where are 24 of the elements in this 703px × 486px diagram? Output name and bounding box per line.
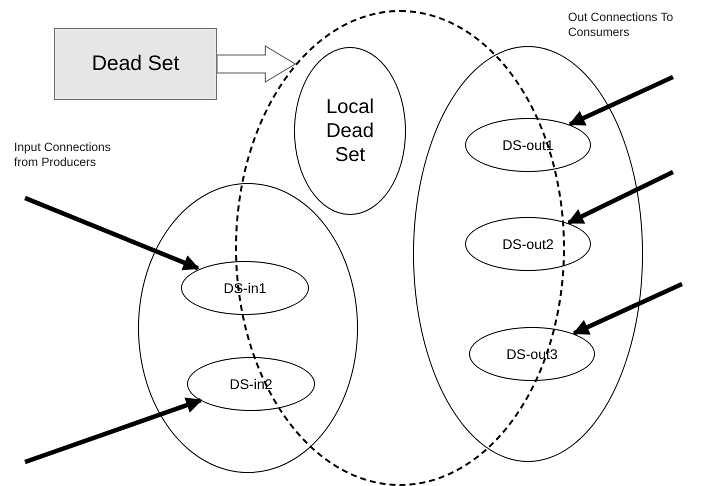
node-label: Local Dead Set xyxy=(325,95,375,167)
block-arrow xyxy=(216,45,296,83)
arrow xyxy=(572,282,683,336)
arrow xyxy=(24,196,200,270)
arrow xyxy=(568,74,674,126)
note-text: Input Connections from Producers xyxy=(14,140,112,170)
arrow xyxy=(24,397,202,464)
arrow xyxy=(567,170,674,225)
ellipse xyxy=(465,217,591,271)
node-label: DS-in2 xyxy=(230,376,272,392)
set-box xyxy=(54,28,217,100)
node-label: Dead Set xyxy=(92,52,180,76)
ellipse xyxy=(187,357,315,411)
ellipse xyxy=(413,46,643,462)
ellipse xyxy=(138,183,358,473)
node-label: DS-out1 xyxy=(502,137,554,153)
note-text: Out Connections To Consumers xyxy=(568,10,674,40)
node-label: DS-out3 xyxy=(506,346,558,362)
ellipse xyxy=(294,47,406,215)
ellipse xyxy=(181,261,309,315)
ellipse xyxy=(465,118,591,172)
node-label: DS-out2 xyxy=(502,236,554,252)
node-label: DS-in1 xyxy=(224,280,266,296)
ellipse xyxy=(469,327,595,381)
